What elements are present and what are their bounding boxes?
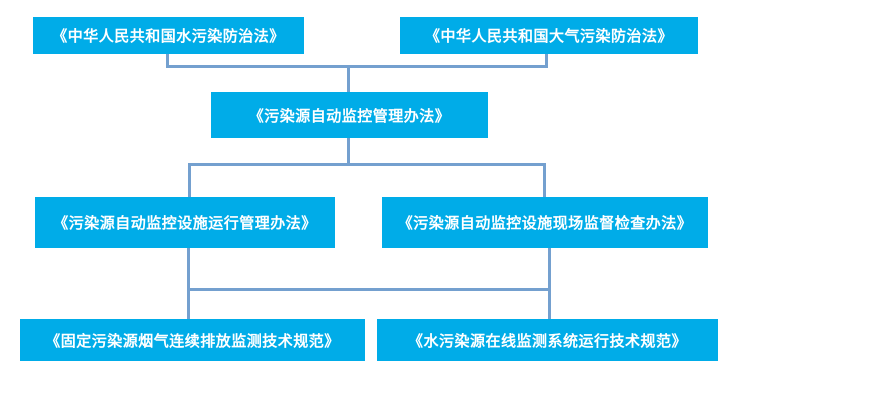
node-label: 《中华人民共和国大气污染防治法》 (424, 28, 673, 45)
node-label: 《污染源自动监控设施运行管理办法》 (53, 215, 317, 232)
node-label: 《水污染源在线监测系统运行技术规范》 (407, 332, 687, 350)
node-water-pollution-law: 《中华人民共和国水污染防治法》 (33, 17, 304, 54)
connector-to-water-online-spec (548, 248, 551, 319)
node-air-pollution-law: 《中华人民共和国大气污染防治法》 (400, 17, 698, 54)
connector-to-onsite-inspection (543, 163, 546, 197)
connector-water-law-down (166, 54, 169, 68)
node-label: 《固定污染源烟气连续排放监测技术规范》 (45, 332, 340, 350)
node-auto-monitoring-measures: 《污染源自动监控管理办法》 (211, 92, 488, 138)
connector-to-flue-gas-spec (187, 248, 190, 319)
connector-bottom-horizontal (187, 288, 551, 291)
node-onsite-inspection-measures: 《污染源自动监控设施现场监督检查办法》 (382, 197, 708, 248)
connector-mid-horizontal (188, 163, 546, 166)
node-flue-gas-cems-spec: 《固定污染源烟气连续排放监测技术规范》 (20, 319, 365, 361)
node-label: 《中华人民共和国水污染防治法》 (52, 28, 285, 45)
connector-to-facility-operation (188, 163, 191, 197)
node-label: 《污染源自动监控管理办法》 (248, 107, 451, 125)
connector-to-auto-monitoring (347, 65, 350, 92)
connector-air-law-down (545, 54, 548, 68)
node-facility-operation-measures: 《污染源自动监控设施运行管理办法》 (35, 197, 335, 248)
connector-top-horizontal (166, 65, 548, 68)
node-label: 《污染源自动监控设施现场监督检查办法》 (397, 215, 693, 232)
connector-auto-monitoring-down (347, 138, 350, 166)
node-water-online-monitoring-spec: 《水污染源在线监测系统运行技术规范》 (377, 319, 718, 361)
